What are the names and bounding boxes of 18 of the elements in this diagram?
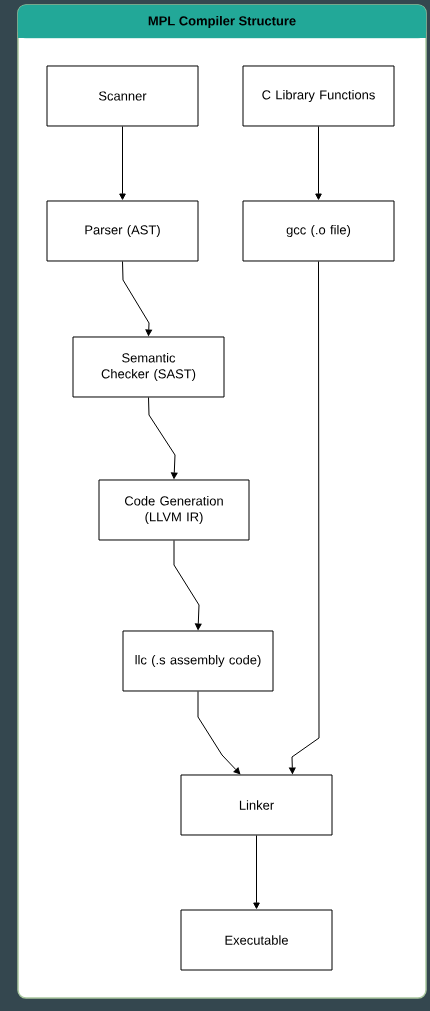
process-box: llc (.s assembly code) — [122, 630, 274, 692]
arrow — [173, 540, 202, 630]
arrow — [253, 835, 260, 909]
process-box: Linker — [180, 774, 333, 836]
arrow — [197, 691, 241, 775]
process-box: gcc (.o file) — [242, 200, 395, 262]
panel-header: MPL Compiler Structure — [17, 4, 427, 39]
arrow — [148, 397, 178, 479]
process-box: Semantic Checker (SAST) — [72, 336, 225, 398]
arrow — [289, 261, 320, 774]
process-box: Scanner — [46, 65, 199, 127]
process-box: Executable — [180, 909, 333, 971]
process-box: Parser (AST) — [46, 200, 199, 262]
arrow — [122, 261, 153, 336]
process-box: Code Generation (LLVM IR) — [98, 479, 250, 541]
arrow — [315, 126, 322, 200]
arrow — [119, 126, 126, 200]
process-box: C Library Functions — [242, 65, 395, 127]
